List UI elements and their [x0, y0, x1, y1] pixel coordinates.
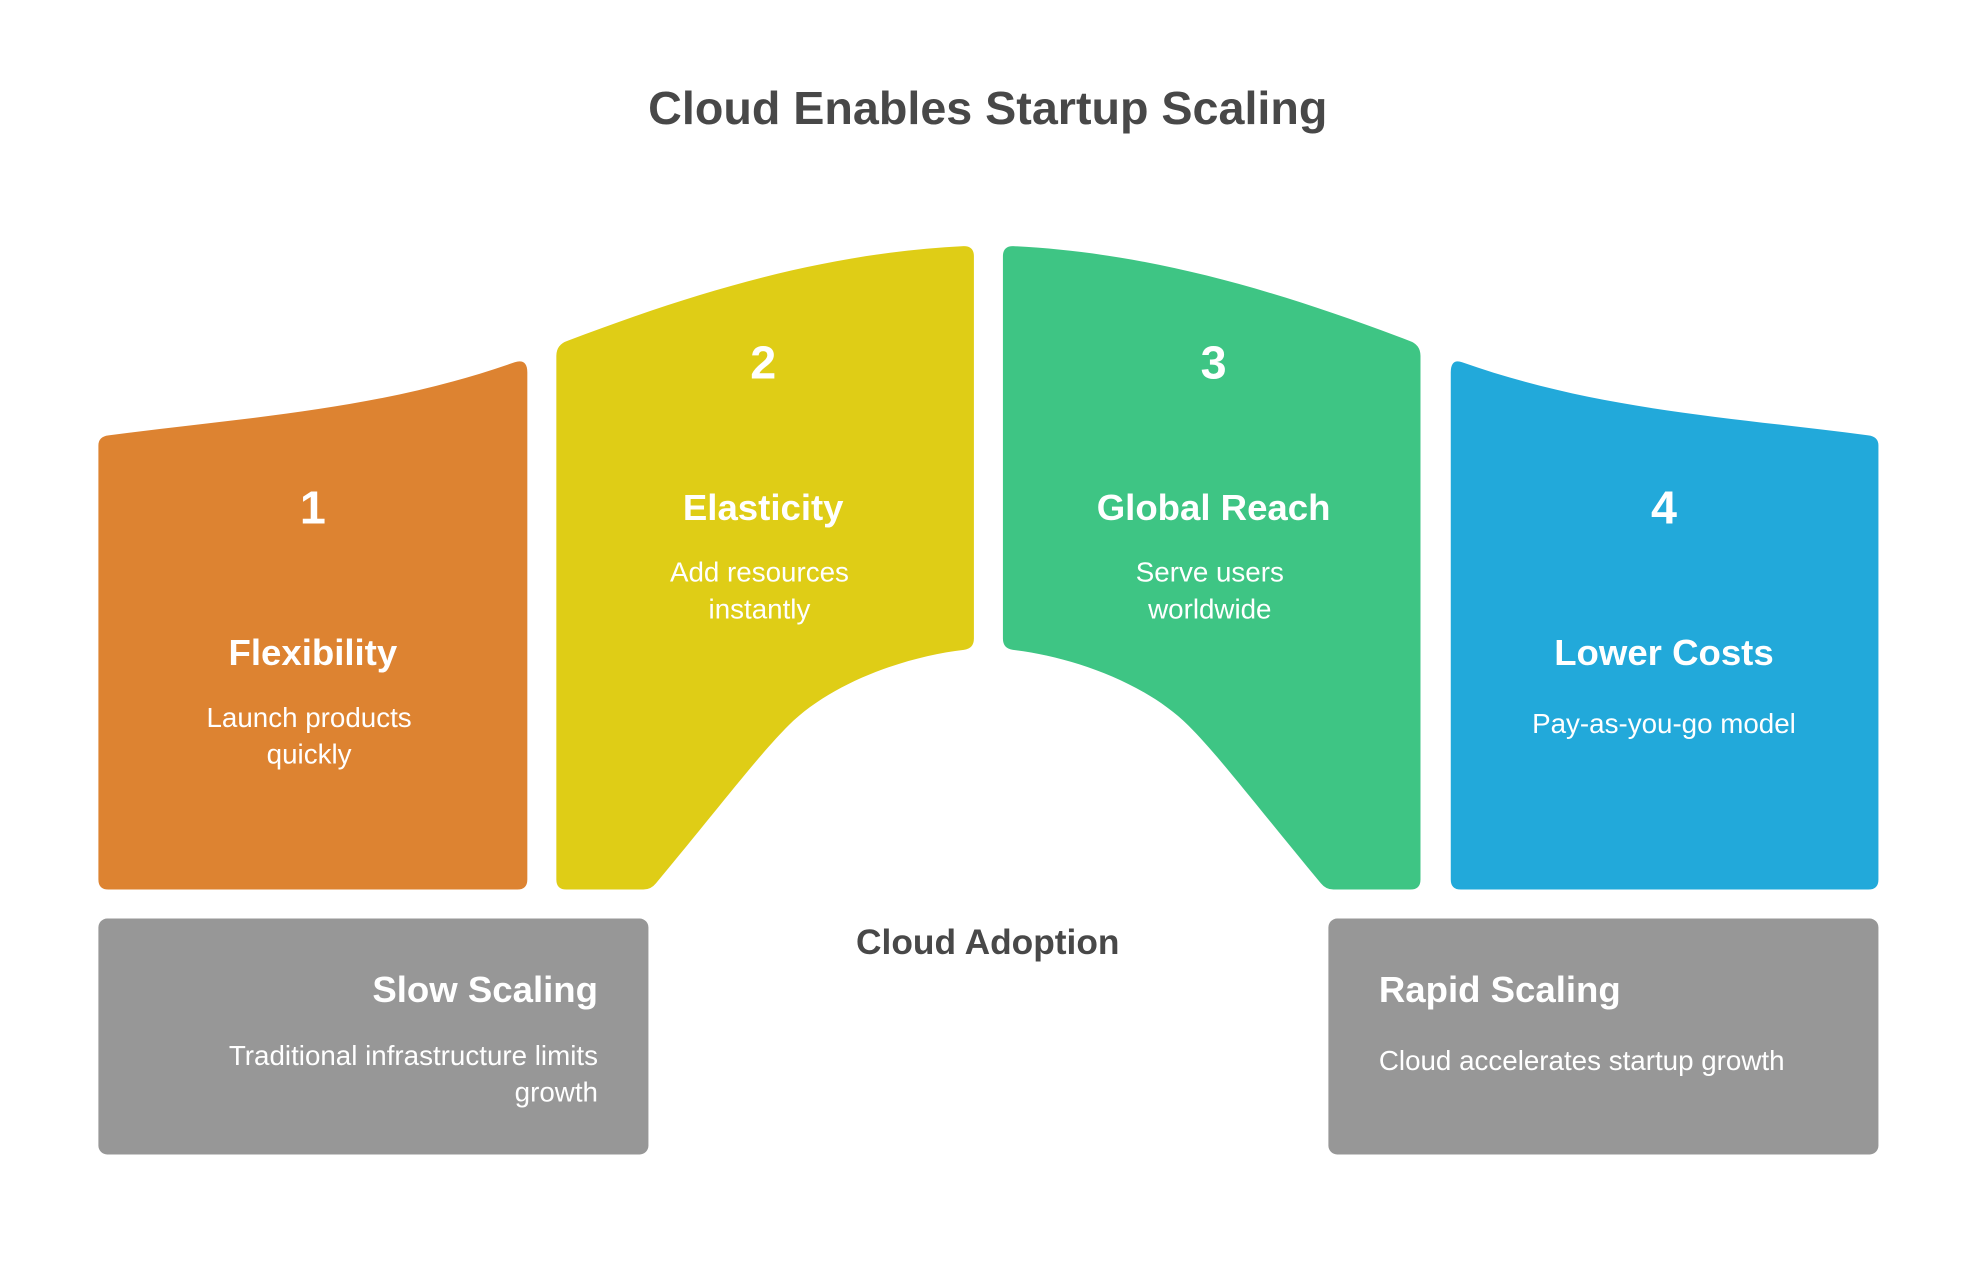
outcome-slow-desc-line-2: growth: [515, 1076, 598, 1107]
pillar-2-desc-line-1: Add resources: [670, 557, 849, 588]
pillar-1-desc-line-2: quickly: [267, 738, 352, 769]
outcome-rapid-desc-line-1: Cloud accelerates startup growth: [1379, 1045, 1785, 1076]
outcome-slow-box: [98, 918, 649, 1155]
outcome-rapid-heading: Rapid Scaling: [1379, 969, 1621, 1010]
pillar-4-shape: [1450, 361, 1879, 890]
pillar-1-number: 1: [300, 482, 326, 534]
outcome-slow-heading: Slow Scaling: [372, 969, 598, 1010]
outcome-rapid-box: [1328, 918, 1879, 1155]
pillar-3-desc-line-1: Serve users: [1136, 557, 1284, 588]
pillar-4-desc-line-1: Pay-as-you-go model: [1532, 708, 1796, 739]
pillar-3-shape: [1002, 246, 1421, 890]
pillar-3-heading: Global Reach: [1097, 487, 1331, 528]
outcome-slow-desc-line-1: Traditional infrastructure limits: [229, 1040, 598, 1071]
pillar-4-heading: Lower Costs: [1554, 632, 1774, 673]
center-label: Cloud Adoption: [856, 923, 1119, 962]
pillar-1-heading: Flexibility: [229, 632, 398, 673]
pillar-3-number: 3: [1201, 337, 1227, 389]
pillar-2-shape: [556, 246, 974, 890]
pillar-4-number: 4: [1651, 482, 1677, 534]
pillar-1-shape: [98, 361, 528, 890]
pillar-2-desc-line-2: instantly: [709, 593, 811, 624]
pillar-3-desc-line-2: worldwide: [1147, 593, 1271, 624]
pillar-2-number: 2: [750, 337, 776, 389]
diagram-title: Cloud Enables Startup Scaling: [648, 82, 1327, 134]
pillar-1-desc-line-1: Launch products: [206, 702, 411, 733]
pillar-2-heading: Elasticity: [683, 487, 844, 528]
